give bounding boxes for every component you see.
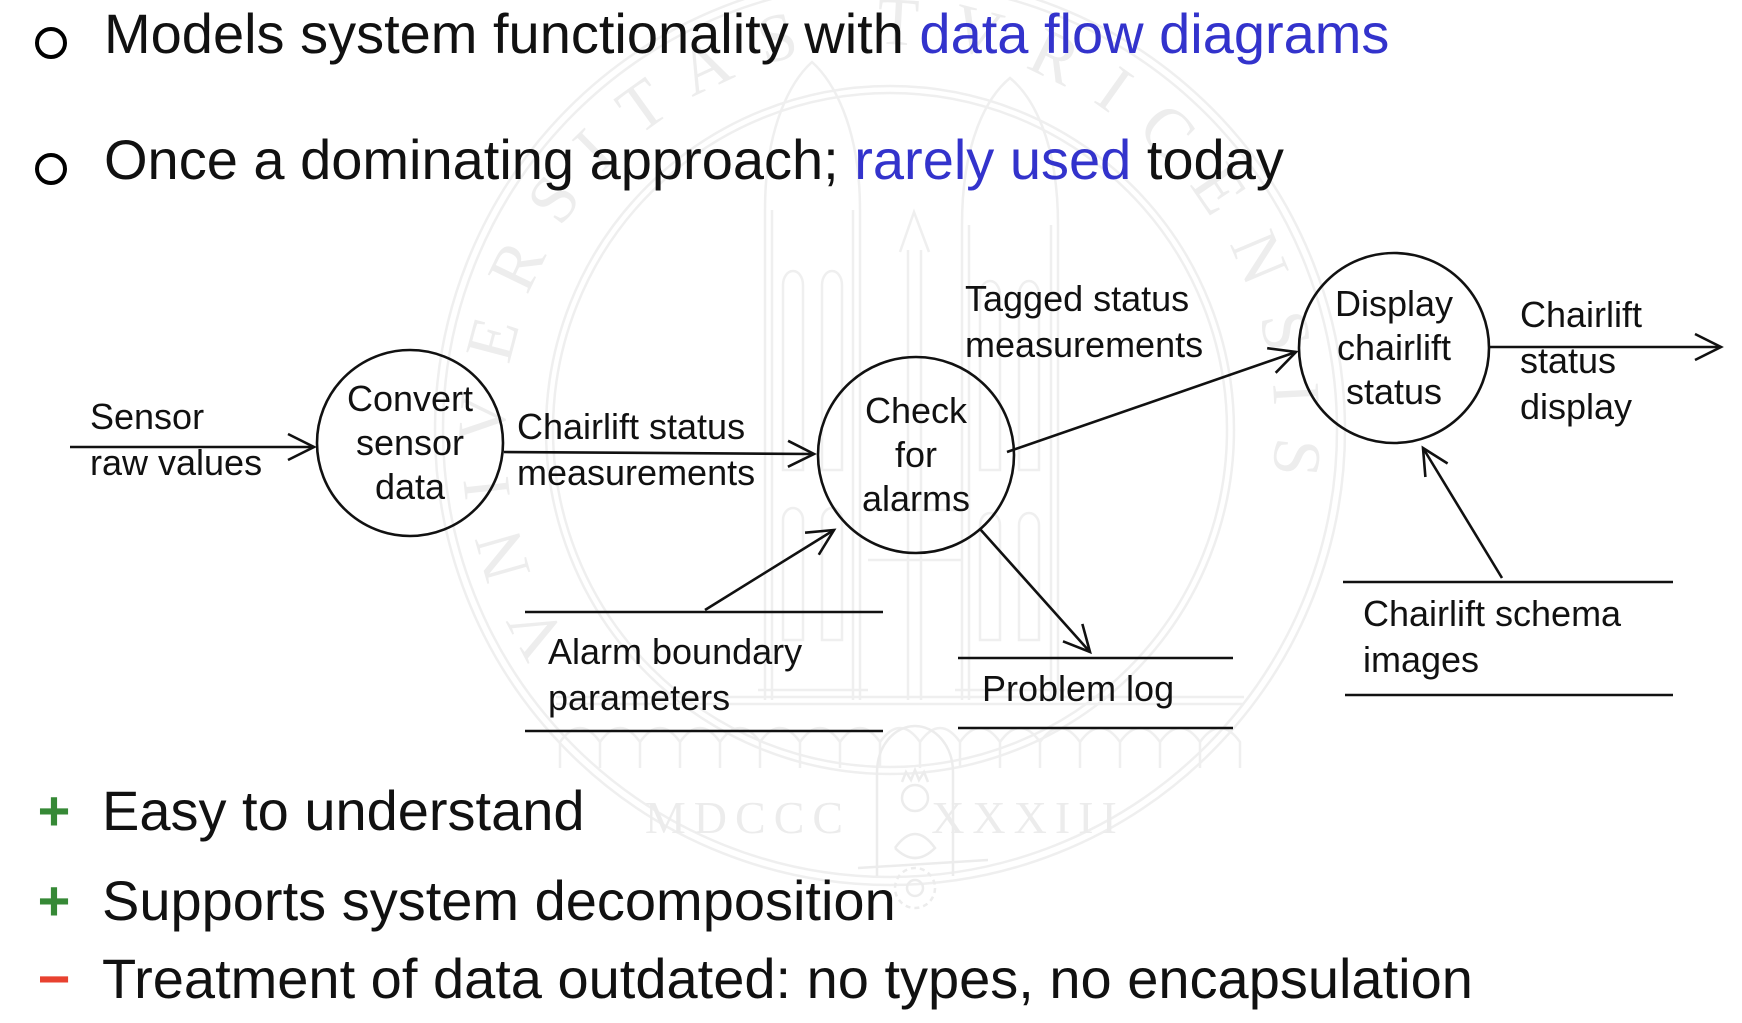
bullet-text-segment: Once a dominating approach; xyxy=(104,128,855,191)
seal-year-right: XXXIII xyxy=(931,792,1125,843)
process-circle-convert-sensor-data xyxy=(315,348,505,538)
flow-label-tagged-status-measurements: Tagged status measurements xyxy=(965,278,1204,366)
bullet-text-segment: today xyxy=(1131,128,1284,191)
store-lines-chairlift-schema-images xyxy=(1343,580,1673,697)
minus-icon: − xyxy=(37,947,71,1010)
store-lines-alarm-boundary-parameters xyxy=(525,610,883,733)
plus-icon: + xyxy=(37,869,71,932)
flow-label-sensor-raw-values: Sensor raw values xyxy=(90,396,263,484)
seal-outer-ring-inner-edge xyxy=(441,0,1339,879)
flow-arrow-check-to-problem-log xyxy=(979,528,1092,655)
bullet-bottom-3-text: Treatment of data outdated: no types, no… xyxy=(102,947,1473,1010)
flow-arrow-tagged-status-measurements xyxy=(1006,346,1299,454)
bullet-bottom-2: + Supports system decomposition xyxy=(30,867,896,934)
bullet-top-1: Models system functionality with data fl… xyxy=(104,0,1389,67)
seal-niche-figure xyxy=(857,724,989,910)
flow-arrow-schema-images-to-display xyxy=(1421,445,1504,579)
bullet-ring-icon xyxy=(35,153,67,185)
bullet-text-segment: data flow diagrams xyxy=(919,2,1390,65)
process-label-check-for-alarms: Check for alarms xyxy=(861,390,971,519)
bullet-top-2: Once a dominating approach; rarely used … xyxy=(104,126,1284,193)
flow-arrow-chairlift-status-measurements xyxy=(503,439,817,468)
seal-year-left: MDCCC xyxy=(645,792,851,843)
seal-center-spire xyxy=(868,208,962,700)
bullet-ring-icon xyxy=(35,27,67,59)
plus-icon: + xyxy=(37,779,71,842)
flow-label-chairlift-status-display: Chairlift status display xyxy=(1520,294,1643,428)
bullet-text-segment: Models system functionality with xyxy=(104,2,920,65)
process-label-convert-sensor-data: Convert sensor data xyxy=(346,378,474,507)
bullet-bottom-3: − Treatment of data outdated: no types, … xyxy=(30,945,1473,1012)
seal-right-tower xyxy=(955,76,1065,700)
bullet-bottom-1: + Easy to understand xyxy=(30,777,585,844)
store-label-chairlift-schema-images: Chairlift schema images xyxy=(1363,593,1622,681)
bullet-bottom-2-text: Supports system decomposition xyxy=(102,869,896,932)
store-label-problem-log: Problem log xyxy=(982,668,1175,709)
flow-arrow-alarm-parameters-to-check xyxy=(704,528,837,612)
store-label-alarm-boundary-parameters: Alarm boundary parameters xyxy=(548,631,803,719)
seal-inner-ring-inner-edge xyxy=(551,91,1229,769)
process-label-display-chairlift-status: Display chairlift status xyxy=(1334,283,1454,412)
store-lines-problem-log xyxy=(958,656,1233,730)
bullet-bottom-1-text: Easy to understand xyxy=(102,779,585,842)
process-circle-check-for-alarms xyxy=(816,355,1016,555)
flow-label-chairlift-status-measurements: Chairlift status measurements xyxy=(517,406,756,494)
seal-inner-ring xyxy=(544,84,1236,776)
bullet-text-segment: rarely used xyxy=(854,128,1132,191)
